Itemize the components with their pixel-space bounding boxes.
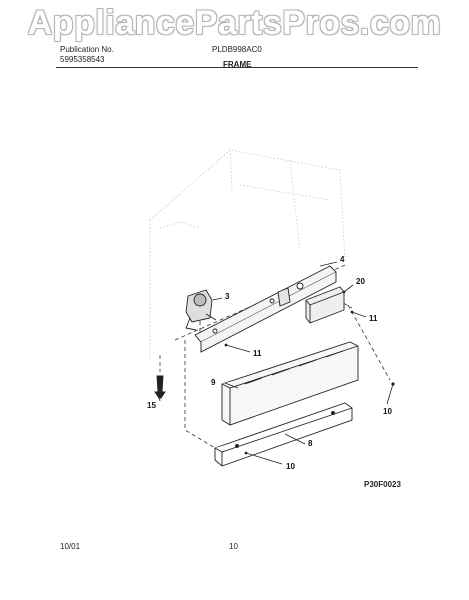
footer-page: 10 [229,542,238,551]
publication-number: 5995358543 [60,55,105,64]
part-lower-panel [214,402,353,467]
callout-4: 4 [340,255,345,264]
callout-11-left: 11 [253,349,262,358]
part-end-block [305,286,345,324]
callout-8: 8 [308,439,313,448]
site-watermark: AppliancePartsPros.com [27,4,442,42]
publication-label: Publication No. [60,45,114,54]
callout-9: 9 [211,378,216,387]
part-rail [194,265,337,353]
leader-arrowheads [224,290,395,455]
frame-outline-faint [149,149,346,360]
callout-3: 3 [225,292,230,301]
part-switch-assembly [185,289,217,331]
header-rule [56,67,418,68]
callout-20: 20 [356,277,365,286]
section-title: FRAME [223,60,252,69]
callout-10-bottom: 10 [286,462,295,471]
diagram-code: P30F0023 [364,480,401,489]
callout-15: 15 [147,401,156,410]
part-upper-panel [221,341,359,426]
footer-date: 10/01 [60,542,81,551]
callout-11-right: 11 [369,314,378,323]
callout-10-right: 10 [383,407,392,416]
part-screw [154,375,166,399]
leader-lines [158,261,394,465]
model-number: PLDB998AC0 [212,45,262,54]
